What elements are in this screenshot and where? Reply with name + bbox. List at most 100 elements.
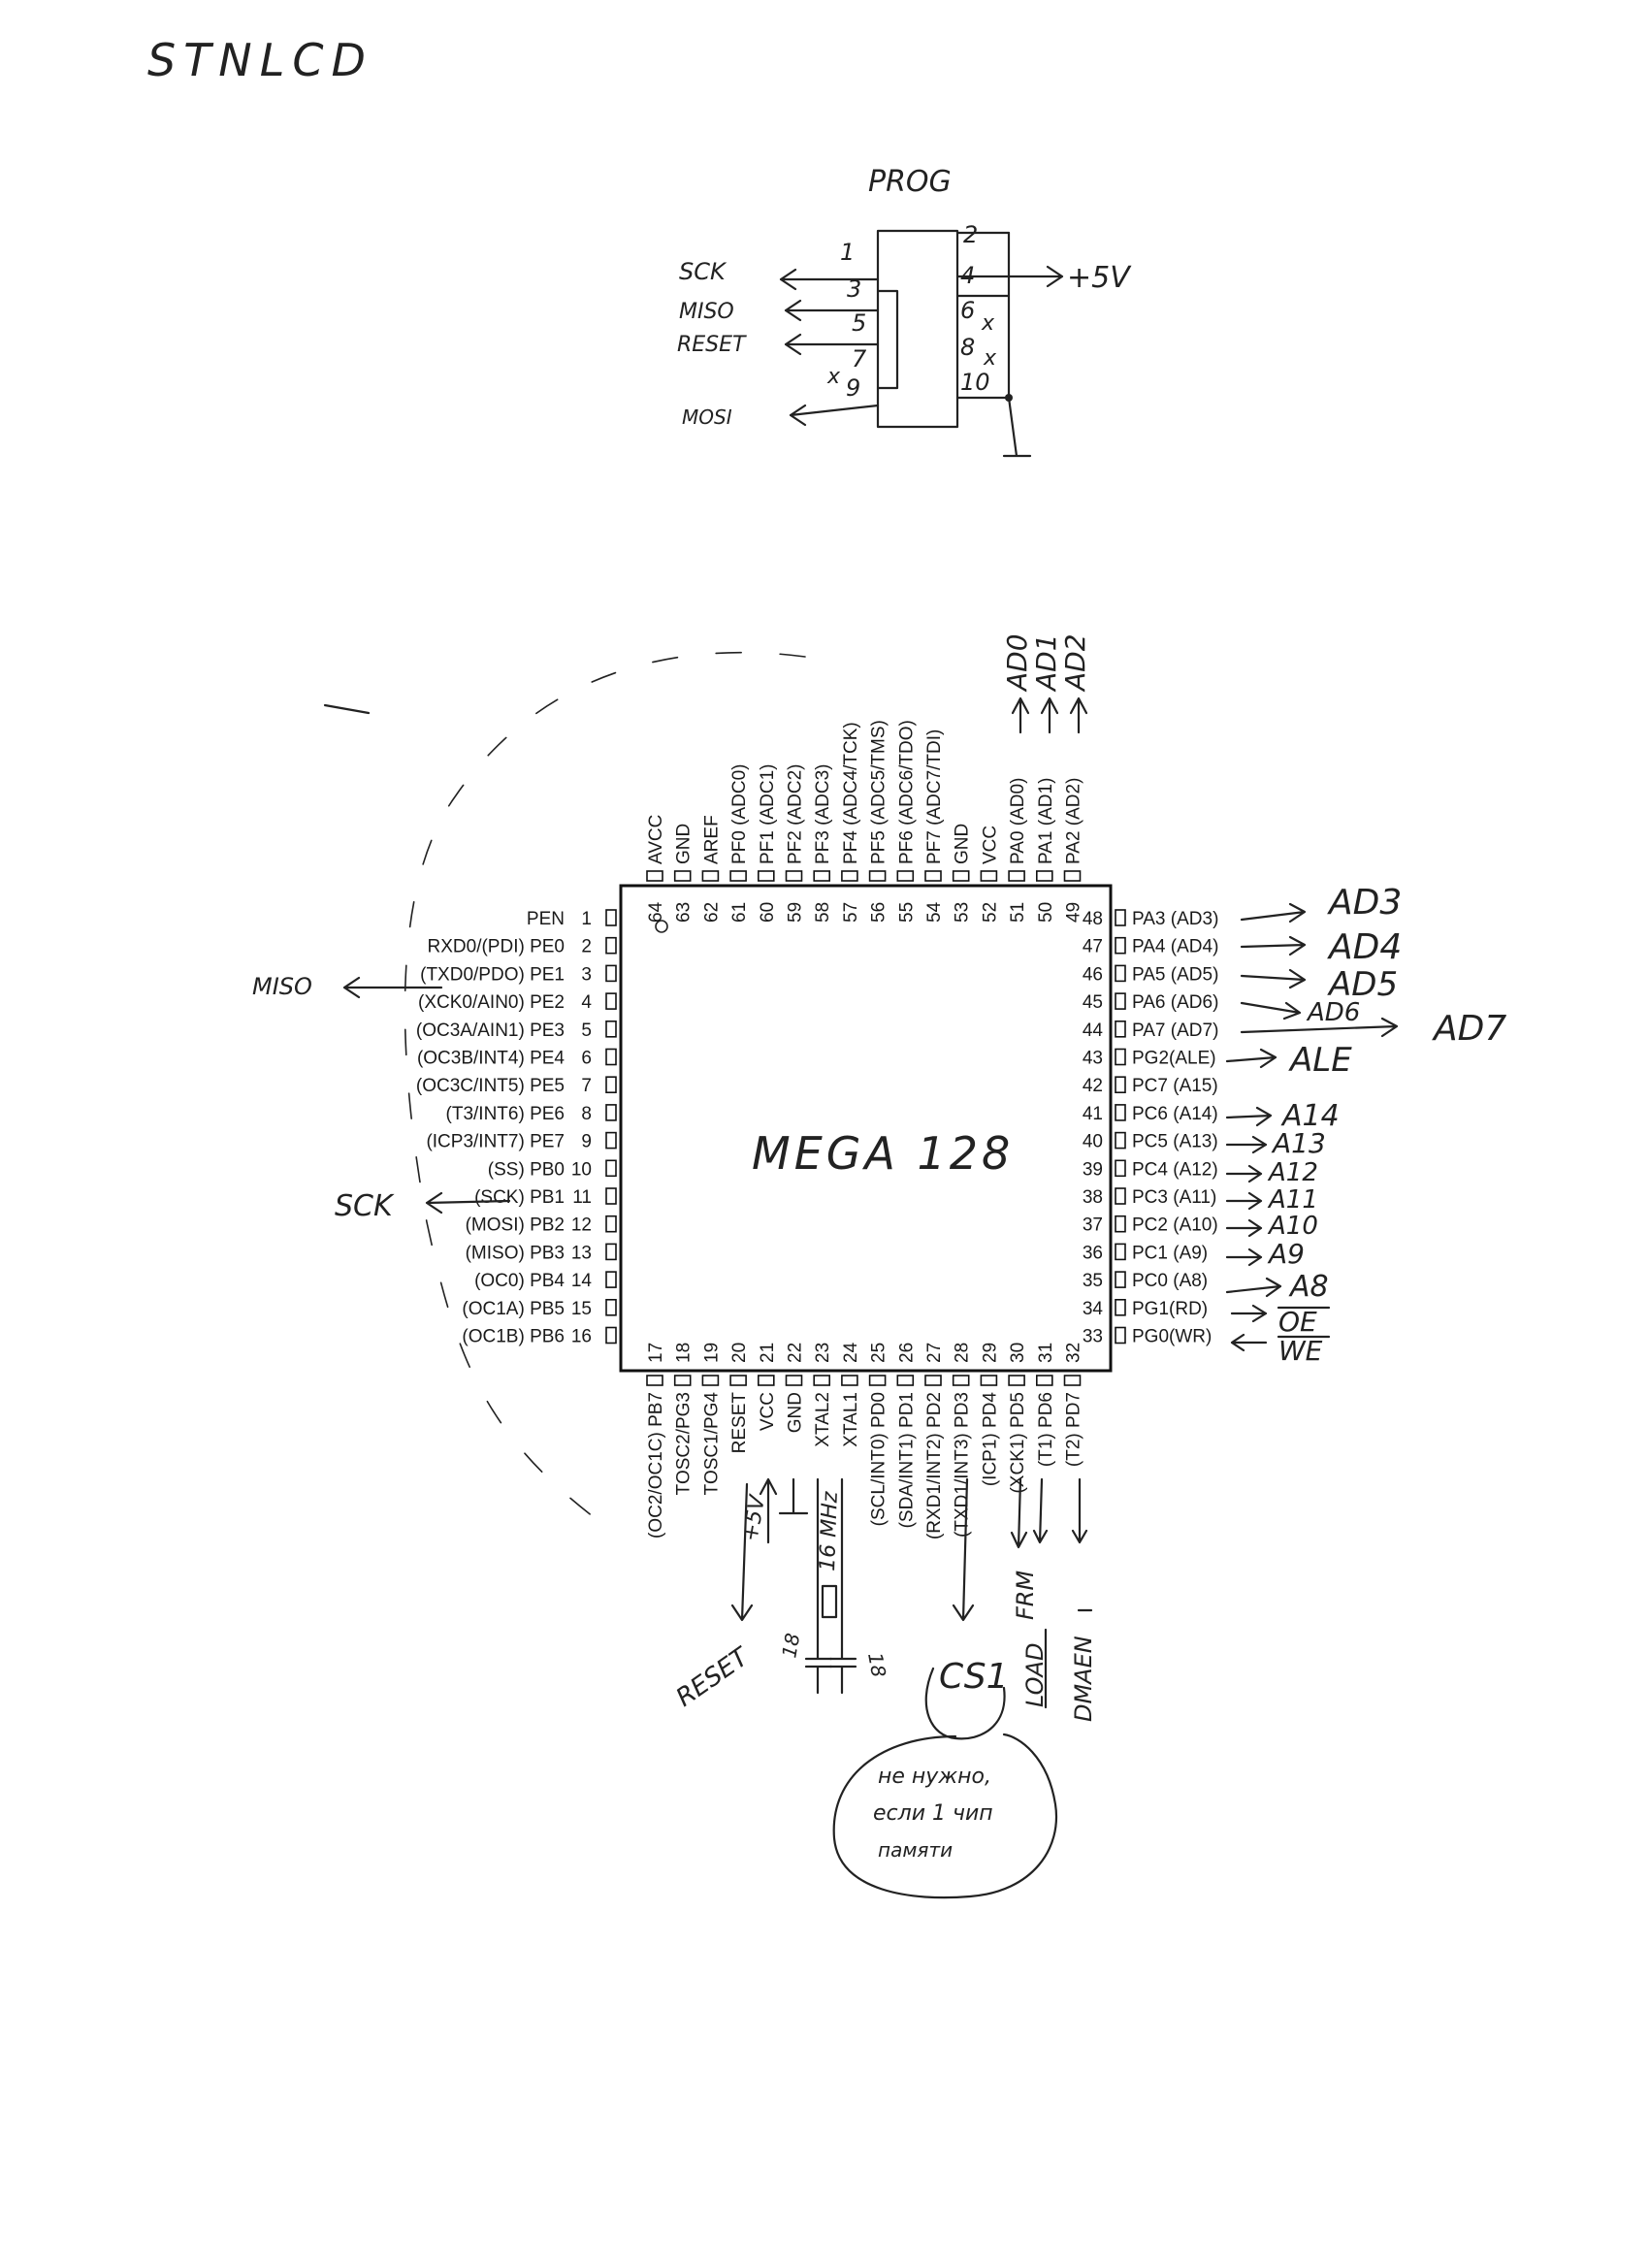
annot-we: WE (1278, 1335, 1323, 1367)
pin-pad (729, 1375, 747, 1386)
pin-label: (OC3A/AIN1) PE3 (416, 1021, 565, 1041)
pin-number: 4 (581, 992, 592, 1013)
prog-signal-miso: MISO (679, 300, 734, 324)
annot-ad2: AD2 (1059, 633, 1091, 693)
annot-a11: A11 (1267, 1185, 1318, 1215)
pin-number: 32 (1064, 1343, 1084, 1363)
right-annotations: AD3 AD4 AD5 AD6 AD7 ALE A14 A13 A12 A11 … (1225, 883, 1506, 1367)
pin-number: 59 (786, 902, 806, 923)
annot-ad1: AD1 (1030, 633, 1062, 693)
pin-number: 28 (953, 1343, 973, 1363)
pin-number: 42 (1083, 1076, 1103, 1096)
pin-label: GND (786, 1392, 806, 1433)
pin-pad (1115, 1271, 1126, 1288)
pin-number: 14 (571, 1271, 593, 1291)
pin-label: (XCK1) PD5 (1008, 1392, 1028, 1494)
pin-label: (MOSI) PB2 (466, 1215, 565, 1236)
pin-pad (605, 1159, 617, 1178)
pin-number: 17 (646, 1343, 666, 1363)
pin-label: PF4 (ADC4/TCK) (841, 722, 861, 864)
annot-a10: A10 (1267, 1212, 1318, 1241)
pin-pad (952, 1375, 970, 1386)
bubble-line-1: не нужно, (878, 1765, 991, 1789)
pin-label: PG1(RD) (1132, 1299, 1208, 1319)
pin-label: PA1 (AD1) (1036, 778, 1056, 864)
pin-number: 40 (1083, 1132, 1103, 1152)
pin-label: PC4 (A12) (1132, 1159, 1218, 1180)
pin-pad (1115, 1131, 1126, 1150)
pin-label: RXD0/(PDI) PE0 (428, 937, 565, 957)
pin-label: (SCK) PB1 (474, 1187, 565, 1208)
annot-load: LOAD (1021, 1643, 1049, 1707)
pin-number: 16 (571, 1327, 592, 1347)
pin-label: (T3/INT6) PE6 (446, 1104, 565, 1124)
pin-pad (1115, 1104, 1126, 1121)
annot-a14: A14 (1280, 1099, 1340, 1133)
pin-pad (605, 1076, 617, 1093)
pin-number: 64 (646, 901, 666, 923)
pin-number: 31 (1036, 1343, 1056, 1363)
annot-a9: A9 (1267, 1238, 1305, 1270)
chip-body (619, 884, 1113, 1373)
pin-label: (SCL/INT0) PD0 (869, 1392, 889, 1526)
pin-number: 36 (1083, 1243, 1103, 1263)
pin-pad (813, 1375, 831, 1386)
pin-label: (SS) PB0 (488, 1159, 565, 1180)
annot-cs1: CS1 (939, 1657, 1009, 1697)
pin-pad (1008, 870, 1025, 882)
annot-cap-right: 18 (863, 1651, 890, 1679)
bubble-line-2: если 1 чип (873, 1801, 993, 1826)
pin-number: 37 (1083, 1215, 1103, 1236)
annot-cap-left: 18 (777, 1632, 804, 1660)
pin-number: 8 (581, 1104, 592, 1124)
prog-nc-6: x (981, 311, 995, 336)
pin-pad (605, 909, 617, 926)
pin-pad (841, 870, 858, 882)
pin-pad (952, 870, 970, 882)
pin-number: 18 (674, 1343, 695, 1363)
annot-miso: MISO (252, 973, 312, 1000)
note-bubble (832, 1733, 1058, 1899)
pin-label: PF6 (ADC6/TDO) (896, 720, 917, 864)
annot-a8: A8 (1288, 1270, 1329, 1304)
pin-pad (1115, 1326, 1126, 1345)
pin-pad (757, 870, 775, 882)
pin-pad (1115, 1187, 1126, 1205)
pin-number: 2 (581, 937, 592, 957)
pin-number: 45 (1083, 992, 1103, 1013)
pin-label: PG2(ALE) (1132, 1049, 1216, 1069)
pin-pad (1115, 1215, 1126, 1233)
annot-ad6: AD6 (1306, 998, 1360, 1027)
pin-pad (1115, 1048, 1126, 1066)
pin-number: 3 (581, 964, 592, 985)
pin-pad (605, 1048, 617, 1066)
pin-label: PEN (527, 909, 565, 929)
sketch-stroke (323, 703, 371, 715)
pin-label: TOSC2/PG3 (674, 1392, 695, 1495)
pin-label: PA4 (AD4) (1132, 937, 1218, 957)
prog-pin-10: 10 (960, 369, 990, 396)
prog-pin-6: 6 (960, 297, 975, 324)
pin-number: 62 (701, 902, 722, 923)
pin-number: 54 (924, 901, 945, 923)
pin-label: PA5 (AD5) (1132, 964, 1218, 985)
pin-number: 20 (729, 1343, 750, 1363)
pin-label: (RXD1/INT2) PD2 (924, 1392, 945, 1539)
pin-pad (757, 1375, 775, 1386)
pin-number: 24 (841, 1342, 861, 1363)
pin-label: (OC3B/INT4) PE4 (417, 1049, 565, 1069)
pin-pad (605, 1271, 617, 1288)
pin-number: 11 (572, 1187, 592, 1208)
pin-label: PC2 (A10) (1132, 1215, 1218, 1236)
pin-number: 39 (1083, 1159, 1103, 1180)
pin1-marker (655, 920, 668, 933)
pin-number: 33 (1083, 1327, 1103, 1347)
annot-sck: SCK (335, 1189, 395, 1223)
pin-label: TOSC1/PG4 (701, 1392, 722, 1496)
pin-number: 15 (571, 1299, 592, 1319)
